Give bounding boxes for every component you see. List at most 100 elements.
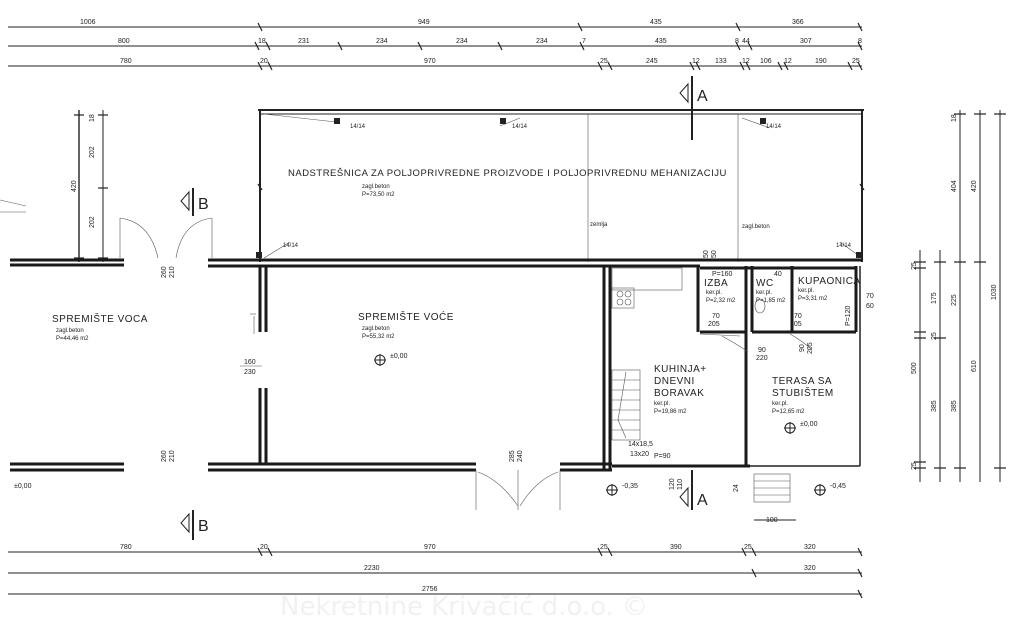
dim-left-202b: 202 <box>89 216 96 228</box>
dim-bot-25a: 25 <box>600 544 608 551</box>
dim-top-435a: 435 <box>650 19 662 26</box>
dim-right-385a: 385 <box>931 400 938 412</box>
room-izba-area: P=2,32 m2 <box>706 298 736 304</box>
dim-50-b: 50 <box>711 250 718 258</box>
dim-220: 220 <box>756 355 768 362</box>
dim-205-b: 205 <box>790 321 802 328</box>
dim-210-bot: 210 <box>169 450 176 462</box>
dim-top-970: 970 <box>424 58 436 65</box>
dim-top-234b: 234 <box>456 38 468 45</box>
dim-right-385b: 385 <box>951 400 958 412</box>
dim-120: 120 <box>669 478 676 490</box>
dim-230: 230 <box>244 369 256 376</box>
dim-bot-390: 390 <box>670 544 682 551</box>
svg-text:-0,45: -0,45 <box>830 483 846 490</box>
dim-40: 40 <box>774 271 782 278</box>
canopy-area: P=73,50 m2 <box>362 192 395 198</box>
level-marker-left: ±0,00 <box>14 483 32 490</box>
section-marker-a-top: A <box>679 76 708 140</box>
room-fruit-mid-area: P=55,32 m2 <box>362 334 395 340</box>
svg-text:±0,00: ±0,00 <box>14 483 32 490</box>
post-label-1: 14/14 <box>350 124 366 130</box>
dim-top-25a: 25 <box>600 58 608 65</box>
room-fruit-left-title: SPREMIŠTE VOCA <box>52 312 148 325</box>
dim-right-420: 420 <box>971 180 978 192</box>
dim-bot-780: 780 <box>120 544 132 551</box>
dim-205-a: 205 <box>708 321 720 328</box>
dim-left-18: 18 <box>89 114 96 122</box>
dim-bot-2230: 2230 <box>364 565 380 572</box>
dim-bot-2756: 2756 <box>422 586 438 593</box>
dim-bot-970: 970 <box>424 544 436 551</box>
left-fence <box>0 110 213 262</box>
dim-top-12b: 12 <box>742 58 750 65</box>
dim-top-44: 44 <box>742 38 750 45</box>
dim-right-404: 404 <box>951 180 958 192</box>
dim-205-v: 205 <box>807 342 814 354</box>
svg-text:±0,00: ±0,00 <box>800 421 818 428</box>
dim-90: 90 <box>758 347 766 354</box>
dim-top-234a: 234 <box>376 38 388 45</box>
dim-top-18: 18 <box>258 38 266 45</box>
dim-top-245: 245 <box>646 58 658 65</box>
room-bath-floor: ker.pl. <box>798 288 814 294</box>
post-label-2: 14/14 <box>512 124 528 130</box>
dim-right-25c: 25 <box>911 462 918 470</box>
section-marker-a-bottom: A <box>679 470 708 510</box>
dim-right-500: 500 <box>911 362 918 374</box>
dim-top-1006: 1006 <box>80 19 96 26</box>
dim-top-800: 800 <box>118 38 130 45</box>
level-marker-outside-2: -0,45 <box>814 483 846 496</box>
dim-right-1030: 1030 <box>991 284 998 300</box>
dim-right-25b: 25 <box>931 332 938 340</box>
room-kitchen-floor: ker.pl. <box>654 401 670 407</box>
dim-285-bot: 285 <box>509 450 516 462</box>
svg-text:±0,00: ±0,00 <box>390 353 408 360</box>
dim-right-25a: 25 <box>911 262 918 270</box>
room-terrace-title-1: TERASA SA <box>772 376 832 387</box>
post-label-5: 14/14 <box>836 243 852 249</box>
dim-top-366: 366 <box>792 19 804 26</box>
section-letter-b-top: B <box>198 196 209 213</box>
dim-left-202a: 202 <box>89 146 96 158</box>
dim-p120: P=120 <box>845 305 852 326</box>
dim-70-c: 70 <box>866 293 874 300</box>
room-kitchen-title-1: KUHINJA+ <box>654 364 707 375</box>
dim-top-25b: 25 <box>852 58 860 65</box>
dim-right-18: 18 <box>951 114 958 122</box>
dim-bot-20: 20 <box>260 544 268 551</box>
level-marker-outside-1: -0,35 <box>606 483 638 496</box>
dim-top-20: 20 <box>260 58 268 65</box>
room-fruit-left-area: P=44,46 m2 <box>56 336 89 342</box>
dim-right-610: 610 <box>971 360 978 372</box>
dim-top-7: 7 <box>582 38 586 45</box>
post-label-3: 14/14 <box>766 124 782 130</box>
dim-top-133: 133 <box>715 58 727 65</box>
dim-100: 100 <box>766 517 778 524</box>
earth-label: zemlja <box>590 222 608 228</box>
toilet-icon <box>754 298 766 314</box>
dim-top-231: 231 <box>298 38 310 45</box>
dim-top-8b: 8 <box>858 38 862 45</box>
dim-left-420: 420 <box>71 180 78 192</box>
post-label-4: 14/14 <box>283 243 299 249</box>
level-marker-main: ±0,00 <box>374 353 408 366</box>
room-fruit-mid-floor: zagl.beton <box>362 326 390 332</box>
canopy-right-floor: zagl.beton <box>742 224 770 230</box>
dim-70-b: 70 <box>794 313 802 320</box>
dim-p90: P=90 <box>654 453 671 460</box>
room-wc-title: WC <box>756 278 774 289</box>
dim-top-234c: 234 <box>536 38 548 45</box>
room-terrace-area: P=12,65 m2 <box>772 409 805 415</box>
room-kitchen-title-3: BORAVAK <box>654 388 704 399</box>
dim-bot-320b: 320 <box>804 565 816 572</box>
dim-top-949: 949 <box>418 19 430 26</box>
dim-260-top: 260 <box>161 266 168 278</box>
dim-50-a: 50 <box>703 250 710 258</box>
building-walls <box>10 258 862 472</box>
canopy-floor: zagl.beton <box>362 184 390 190</box>
dim-top-307: 307 <box>800 38 812 45</box>
dim-top-435b: 435 <box>655 38 667 45</box>
dim-110: 110 <box>677 479 684 490</box>
